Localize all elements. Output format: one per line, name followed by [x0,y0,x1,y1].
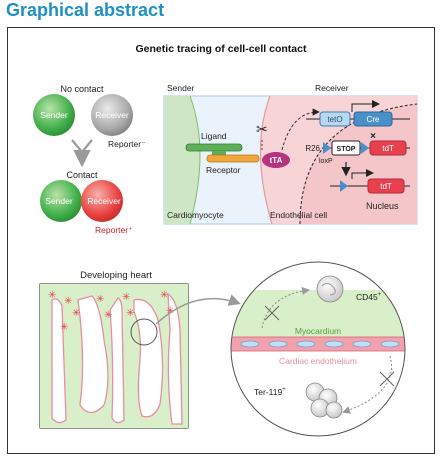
svg-text:✳: ✳ [96,294,104,305]
cre-label: Cre [367,115,380,124]
tdt-box-2 [367,178,405,194]
sender-membrane [164,96,200,224]
loxp-icon [323,142,331,154]
tta-protein [262,152,290,168]
blocked-x-icon [264,305,280,321]
nucleus [300,104,417,224]
stop-label: STOP [337,146,356,153]
loxp-icon-3 [340,180,348,192]
sender-cell [33,94,75,136]
loxp-label: loxP [319,158,333,165]
svg-text:✳: ✳ [48,290,56,301]
promoter-arrow-icon [351,100,380,112]
r26-label: R26 [305,144,320,153]
receptor-label: Receptor [206,165,241,175]
merge-arrow-icon [71,139,93,154]
receiver-contact-label: Receiver [87,196,121,206]
sender-header: Sender [167,83,195,93]
top-title: Genetic tracing of cell-cell contact [136,43,307,55]
tta-label: tTA [270,156,283,165]
reporter-positive-label: Reporter⁺ [95,225,133,235]
sender-contact-label: Sender [45,196,73,206]
svg-text:✳: ✳ [104,310,112,321]
teto-label: tetO [327,115,342,124]
contact-label: Contact [66,170,98,180]
myocardium-label: Myocardium [295,326,341,336]
endothelium-label: Cardiac endothelium [279,356,357,366]
endothelial-label: Endothelial cell [270,210,327,220]
no-contact-label: No contact [60,84,104,94]
loxp-icon-2 [361,142,369,154]
receiver-cell-grey [91,94,133,136]
teto-box [319,111,351,127]
cardiomyocyte-label: Cardiomyocyte [167,210,224,220]
tdt-label: tdT [382,144,394,153]
svg-text:✳: ✳ [60,322,68,333]
nucleus-label: Nucleus [366,201,399,211]
cross-icon: × [370,131,376,142]
svg-text:✳: ✳ [166,306,174,317]
ter119-label: Ter-119+ [254,387,286,397]
cre-box [353,111,393,127]
svg-text:✳: ✳ [126,308,134,319]
heart-title: Developing heart [80,270,152,281]
receiver-cell-red [81,180,123,222]
receptor-shape [206,154,260,163]
cd45-label: CD45+ [356,292,382,302]
svg-text:✳: ✳ [122,292,130,303]
ligand-shape [185,143,243,152]
tdt-box [369,140,407,156]
heart-tissue: ✳ ✳ ✳ ✳ ✳ ✳ ✳ ✳ ✳ ✳ [40,284,188,428]
sender-cell-contact [40,180,82,222]
stop-box [331,140,361,156]
zoom-arrow-icon [155,294,241,325]
scissors-icon: ✂ [256,121,268,137]
sender-cell-label: Sender [40,110,68,120]
svg-text:✳: ✳ [72,308,80,319]
blocked-x-icon-2 [379,371,395,387]
svg-text:✳: ✳ [160,290,168,301]
ligand-label: Ligand [201,131,227,141]
reporter-negative-label: Reporter⁻ [108,139,146,149]
page-heading: Graphical abstract [6,0,165,20]
receiver-header: Receiver [315,83,349,93]
tdt-label-2: tdT [380,182,392,191]
zoom-detail: CD45+ Myocardium Cardiac endothelium Ter… [230,261,406,437]
receiver-cell-label: Receiver [95,110,129,120]
svg-text:✳: ✳ [64,296,72,307]
